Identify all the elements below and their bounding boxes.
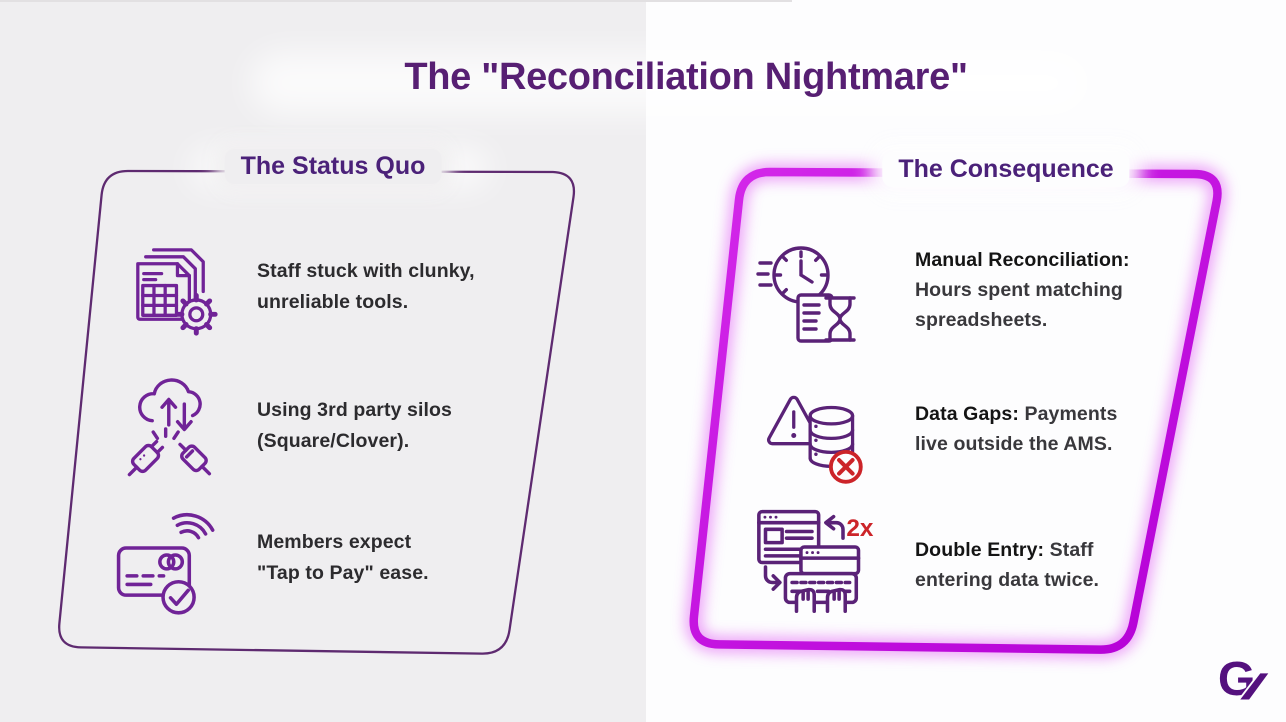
- double-entry-keyboard-icon: 2x: [750, 498, 874, 616]
- item-text-line: Members expect: [257, 531, 412, 553]
- logo-slash: [1236, 671, 1272, 702]
- consequence-item-2-text: Data Gaps: Payments live outside the AMS…: [915, 399, 1117, 459]
- item-text-line: Hours spent matching: [915, 279, 1123, 301]
- background-left: [0, 0, 646, 722]
- item-text-line: unreliable tools.: [257, 291, 409, 313]
- tap-to-pay-icon: [110, 505, 230, 621]
- status-quo-item-1-text: Staff stuck with clunky, unreliable tool…: [257, 256, 475, 318]
- top-divider-line: [0, 0, 792, 2]
- brand-logo: G: [1216, 650, 1272, 706]
- status-quo-item-3-text: Members expect "Tap to Pay" ease.: [257, 527, 429, 589]
- item-label: Double Entry:: [915, 539, 1045, 561]
- consequence-item-3-text: Double Entry: Staff entering data twice.: [915, 535, 1099, 595]
- item-text-line: "Tap to Pay" ease.: [257, 562, 429, 584]
- consequence-item-1-text: Manual Reconciliation: Hours spent match…: [915, 245, 1130, 335]
- item-text-line: Manual Reconciliation:: [915, 245, 1130, 275]
- item-label: Data Gaps:: [915, 403, 1019, 425]
- item-text-line: Staff stuck with clunky,: [257, 260, 475, 282]
- status-quo-panel-title: The Status Quo: [224, 149, 442, 184]
- item-text-line: (Square/Clover).: [257, 430, 410, 452]
- item-text-line: entering data twice.: [915, 569, 1100, 591]
- item-text-line: live outside the AMS.: [915, 433, 1113, 455]
- double-entry-badge: 2x: [846, 515, 874, 542]
- title-halo: [250, 52, 1090, 114]
- status-quo-panel-border: [58, 169, 576, 655]
- warning-database-icon: [760, 381, 868, 489]
- item-text-line: Double Entry: Staff: [915, 539, 1094, 561]
- item-label: Manual Reconciliation:: [915, 249, 1130, 271]
- item-text-line: Using 3rd party silos: [257, 399, 452, 421]
- item-text-line: Data Gaps: Payments: [915, 403, 1118, 425]
- consequence-panel-border: [685, 163, 1226, 659]
- cloud-sync-unplugged-icon: [118, 372, 232, 486]
- status-quo-item-2-text: Using 3rd party silos (Square/Clover).: [257, 395, 452, 457]
- item-text-line: spreadsheets.: [915, 309, 1048, 331]
- slide-title: The "Reconciliation Nightmare": [404, 56, 968, 98]
- clock-hourglass-document-icon: [756, 236, 868, 348]
- consequence-panel-title: The Consequence: [882, 152, 1130, 187]
- spreadsheet-gear-icon: [116, 236, 230, 350]
